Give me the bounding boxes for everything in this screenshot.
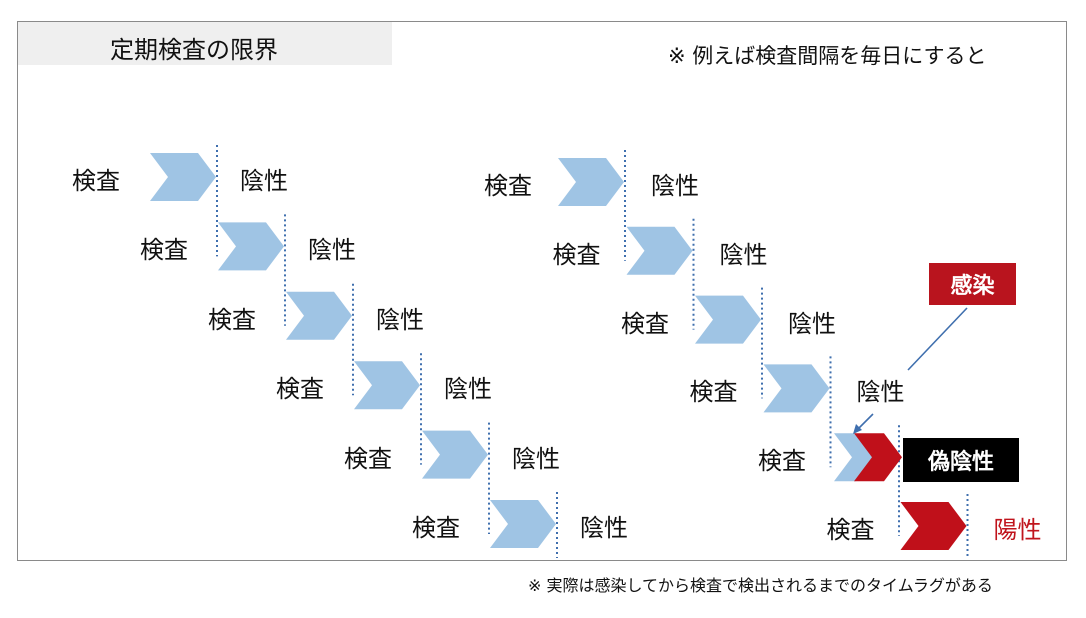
right-sequence-test-label-3: 検査 xyxy=(621,309,669,338)
right-sequence-result-label-1: 陰性 xyxy=(651,172,699,200)
right-sequence-chevron-3 xyxy=(695,295,761,344)
right-sequence-chevron-5-infected xyxy=(854,433,902,482)
infection-badge: 感染 xyxy=(929,263,1016,305)
left-sequence-chevron-2 xyxy=(218,222,284,271)
left-sequence-test-label-2: 検査 xyxy=(140,236,188,265)
left-sequence-test-label-4: 検査 xyxy=(276,375,324,404)
left-sequence-result-label-3: 陰性 xyxy=(376,305,424,334)
chevrons xyxy=(150,153,967,550)
left-sequence-chevron-3 xyxy=(286,291,352,340)
left-sequence-chevron-6 xyxy=(490,500,556,548)
left-sequence-chevron-1 xyxy=(150,153,216,201)
left-sequence-result-label-5: 陰性 xyxy=(512,444,560,473)
left-sequence-chevron-4 xyxy=(354,361,420,410)
infection-arrow-head xyxy=(853,424,862,434)
right-sequence-chevron-4 xyxy=(763,364,830,413)
right-sequence-test-label-4: 検査 xyxy=(689,378,738,407)
right-sequence-chevron-2 xyxy=(626,226,693,275)
left-sequence-test-label-5: 検査 xyxy=(344,444,392,473)
diagram-title: 定期検査の限界 xyxy=(110,36,278,64)
right-sequence-result-label-3: 陰性 xyxy=(788,309,836,338)
right-sequence-test-label-2: 検査 xyxy=(552,240,601,269)
right-sequence-test-label-1: 検査 xyxy=(484,172,532,200)
right-sequence-result-label-2: 陰性 xyxy=(719,240,768,269)
footnote: ※ 実際は感染してから検査で検出されるまでのタイムラグがある xyxy=(528,576,993,595)
note-daily-interval: ※ 例えば検査間隔を毎日にすると xyxy=(668,44,987,68)
dotted-lines xyxy=(216,145,969,558)
diagram-frame xyxy=(17,21,1067,561)
left-sequence-test-label-3: 検査 xyxy=(208,305,256,334)
right-sequence-chevron-6 xyxy=(900,502,967,550)
left-sequence-result-label-6: 陰性 xyxy=(580,514,628,542)
right-sequence-result-label-4: 陰性 xyxy=(856,378,905,407)
left-sequence-test-label-6: 検査 xyxy=(412,514,460,542)
title-bar xyxy=(18,22,392,65)
right-sequence-test-label-5: 検査 xyxy=(758,447,806,476)
left-sequence-result-label-1: 陰性 xyxy=(240,167,288,195)
left-sequence-test-label-1: 検査 xyxy=(72,167,120,195)
left-sequence-chevron-5 xyxy=(422,430,488,479)
left-sequence-result-label-2: 陰性 xyxy=(308,236,356,265)
right-sequence-chevron-1 xyxy=(558,158,624,206)
right-sequence-result-label-6: 陽性 xyxy=(993,516,1042,544)
right-sequence-test-label-6: 検査 xyxy=(826,516,875,544)
infection-arrow xyxy=(907,307,968,371)
false-negative-badge: 偽陰性 xyxy=(903,438,1019,482)
infection-to-test-arrow xyxy=(856,413,874,431)
left-sequence-result-label-4: 陰性 xyxy=(444,375,492,404)
